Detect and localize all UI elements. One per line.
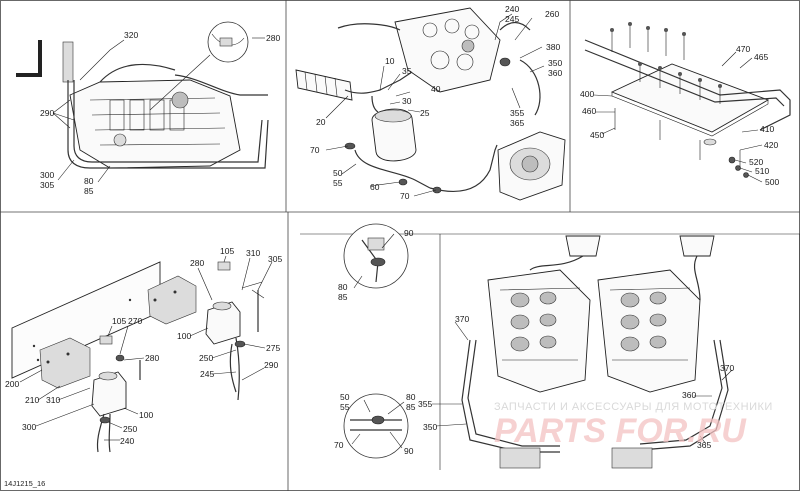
part-label: 240	[120, 436, 134, 446]
part-label: 470	[736, 44, 750, 54]
bottom-left-labels: 105 310 305 280 100 275 250 245 290 105 …	[5, 246, 282, 446]
top-right-labels: 470 465 400 460 420 450 410 520 510 500	[580, 44, 779, 187]
part-label: 90	[404, 228, 414, 238]
part-label: 365	[510, 118, 524, 128]
diagram-code: 14J1215_16	[4, 479, 45, 488]
part-label: 465	[754, 52, 768, 62]
part-label: 275	[266, 343, 280, 353]
part-label: 450	[590, 130, 604, 140]
part-label: 55	[333, 178, 343, 188]
part-label: 25	[420, 108, 430, 118]
panel-top-center	[295, 7, 566, 201]
part-label: 245	[200, 369, 214, 379]
panel-top-left	[16, 21, 269, 183]
bottom-right-labels: 90 80 85 370 50 55 80 85 355 350 70 90 3…	[334, 228, 734, 456]
part-label: 300	[40, 170, 54, 180]
part-label: 50	[340, 392, 350, 402]
part-label: 80	[338, 282, 348, 292]
part-label: 290	[264, 360, 278, 370]
part-label: 310	[246, 248, 260, 258]
part-label: 100	[177, 331, 191, 341]
part-label: 460	[582, 106, 596, 116]
part-label: 355	[418, 399, 432, 409]
watermark-caption: ЗАПЧАСТИ И АКСЕССУАРЫ ДЛЯ МОТОТЕХНИКИ	[494, 401, 773, 413]
part-label: 300	[22, 422, 36, 432]
part-label: 305	[40, 180, 54, 190]
part-label: 500	[765, 177, 779, 187]
part-label: 305	[268, 254, 282, 264]
part-label: 70	[334, 440, 344, 450]
part-label: 200	[5, 379, 19, 389]
part-label: 350	[423, 422, 437, 432]
part-label: 10	[385, 56, 395, 66]
part-label: 80	[84, 176, 94, 186]
part-label: 80	[406, 392, 416, 402]
panel-bottom-left	[11, 255, 273, 453]
part-label: 290	[40, 108, 54, 118]
part-label: 410	[760, 124, 774, 134]
part-label: 70	[400, 191, 410, 201]
part-label: 60	[370, 182, 380, 192]
part-label: 280	[190, 258, 204, 268]
part-label: 355	[510, 108, 524, 118]
part-label: 280	[266, 33, 280, 43]
part-label: 240	[505, 4, 519, 14]
part-label: 20	[316, 117, 326, 127]
part-label: 360	[682, 390, 696, 400]
part-label: 55	[340, 402, 350, 412]
part-label: 105	[112, 316, 126, 326]
part-label: 400	[580, 89, 594, 99]
part-label: 50	[333, 168, 343, 178]
part-label: 350	[548, 58, 562, 68]
part-label: 85	[406, 402, 416, 412]
part-label: 310	[46, 395, 60, 405]
part-label: 280	[145, 353, 159, 363]
part-label: 370	[455, 314, 469, 324]
part-label: 85	[84, 186, 94, 196]
part-label: 520	[749, 157, 763, 167]
part-label: 260	[545, 9, 559, 19]
part-label: 30	[402, 96, 412, 106]
part-label: 100	[139, 410, 153, 420]
top-center-labels: 240 245 260 380 10 35 350 360 40 30 25 3…	[310, 4, 562, 201]
part-label: 250	[199, 353, 213, 363]
part-label: 105	[220, 246, 234, 256]
part-label: 210	[25, 395, 39, 405]
part-label: 320	[124, 30, 138, 40]
part-label: 510	[755, 166, 769, 176]
part-label: 360	[548, 68, 562, 78]
part-label: 380	[546, 42, 560, 52]
panel-bottom-right	[300, 223, 800, 470]
part-label: 245	[505, 14, 519, 24]
part-label: 270	[128, 316, 142, 326]
part-label: 40	[431, 84, 441, 94]
part-label: 370	[720, 363, 734, 373]
part-label: 85	[338, 292, 348, 302]
top-left-labels: 320 280 290 300 305 80 85	[40, 30, 280, 196]
panel-top-right	[584, 22, 791, 183]
watermark-logo: PARTS FOR.RU	[494, 412, 747, 450]
part-label: 70	[310, 145, 320, 155]
part-label: 35	[402, 66, 412, 76]
part-label: 420	[764, 140, 778, 150]
part-label: 250	[123, 424, 137, 434]
part-label: 365	[697, 440, 711, 450]
part-label: 90	[404, 446, 414, 456]
watermark: ЗАПЧАСТИ И АКСЕССУАРЫ ДЛЯ МОТОТЕХНИКИ PA…	[494, 401, 773, 450]
